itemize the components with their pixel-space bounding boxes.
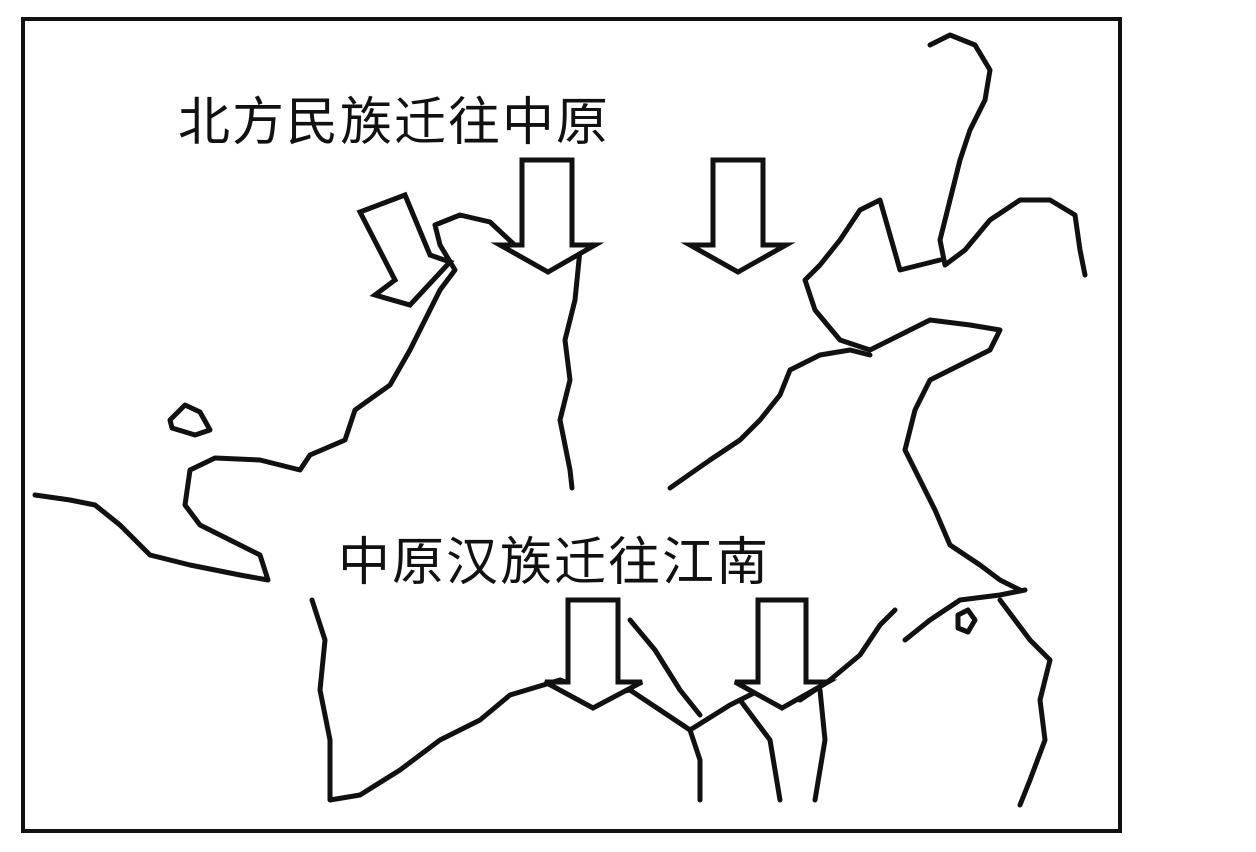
north-arrow-diagonal-icon — [356, 191, 455, 308]
taihu-lake — [955, 607, 978, 635]
han-river — [627, 617, 703, 718]
northeast-coastline — [927, 32, 1088, 278]
qinghai-lake — [167, 402, 213, 438]
south-arrow-west-icon — [543, 597, 644, 711]
north-arrow-center-icon — [490, 157, 605, 275]
map-frame — [21, 17, 1122, 833]
liaodong-coast — [802, 197, 1023, 593]
north-arrow-east-icon — [680, 157, 796, 275]
southern-tributary-1 — [687, 727, 703, 803]
south-migration-label: 中原汉族迁往江南 — [338, 520, 771, 595]
south-arrow-east-icon — [733, 597, 838, 711]
east-coastline — [997, 597, 1053, 808]
yellow-river-lower — [667, 347, 873, 491]
southern-tributary-3 — [737, 697, 783, 803]
north-migration-label: 北方民族迁往中原 — [178, 93, 611, 153]
yangtze-delta — [902, 587, 1028, 643]
southern-tributary-2 — [812, 687, 828, 803]
